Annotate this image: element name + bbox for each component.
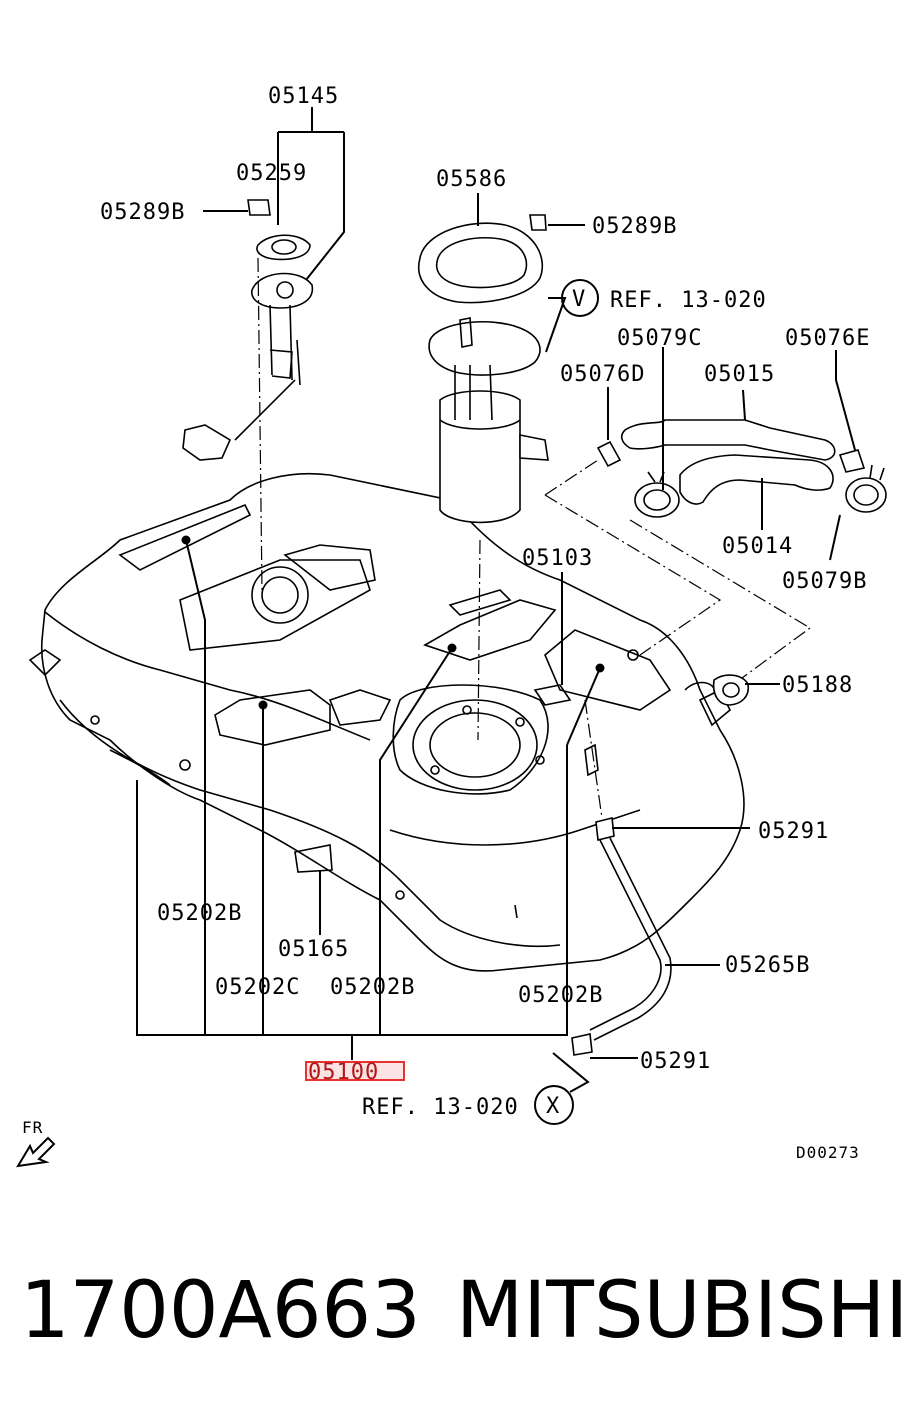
label-05291-lower: 05291	[640, 1049, 711, 1074]
ref-x-letter: X	[546, 1094, 560, 1119]
part-number: 1700A663	[20, 1266, 421, 1356]
label-05259: 05259	[236, 161, 307, 186]
label-05202c: 05202C	[215, 975, 300, 1000]
front-label: FR	[22, 1118, 43, 1137]
label-05291-upper: 05291	[758, 819, 829, 844]
label-05202b-mid: 05202B	[330, 975, 415, 1000]
label-05015: 05015	[704, 362, 775, 387]
label-05202b-left: 05202B	[157, 901, 242, 926]
label-05079b: 05079B	[782, 569, 867, 594]
ref-v-text: REF. 13-020	[610, 288, 767, 313]
brand-name: MITSUBISHI	[456, 1266, 909, 1356]
leader-lines	[136, 107, 856, 1093]
callout-dots	[181, 535, 605, 710]
label-05188: 05188	[782, 673, 853, 698]
label-05165: 05165	[278, 937, 349, 962]
label-05145: 05145	[268, 84, 339, 109]
ref-v-letter: V	[572, 287, 586, 312]
label-05076d: 05076D	[560, 362, 645, 387]
label-05265b: 05265B	[725, 953, 810, 978]
ref-x-text: REF. 13-020	[362, 1095, 519, 1120]
label-05586: 05586	[436, 167, 507, 192]
label-05076e: 05076E	[785, 326, 870, 351]
dashed-references	[257, 257, 812, 819]
highlight-box-05100	[305, 1061, 405, 1081]
label-05014: 05014	[722, 534, 793, 559]
label-05202b-right: 05202B	[518, 983, 603, 1008]
part-labels: 05145 05259 05289B 05586 05289B V REF. 1…	[22, 84, 870, 1162]
ref-x-circle	[534, 1085, 574, 1125]
hoses-and-clamps	[596, 419, 887, 518]
fuel-level-sender	[182, 199, 314, 461]
label-05103: 05103	[522, 546, 593, 571]
front-arrow-icon	[16, 1136, 56, 1168]
label-05100: 05100	[308, 1060, 379, 1085]
part-caption: 1700A663 MITSUBISHI	[20, 1266, 908, 1376]
fuel-pump-assembly	[418, 214, 549, 524]
label-05289b-left: 05289B	[100, 200, 185, 225]
fuel-tank	[28, 472, 745, 972]
diagram-code: D00273	[796, 1143, 860, 1162]
breather-hose	[571, 674, 750, 1056]
label-05289b-right: 05289B	[592, 214, 677, 239]
ref-v-circle	[561, 279, 599, 317]
label-05079c: 05079C	[617, 326, 702, 351]
